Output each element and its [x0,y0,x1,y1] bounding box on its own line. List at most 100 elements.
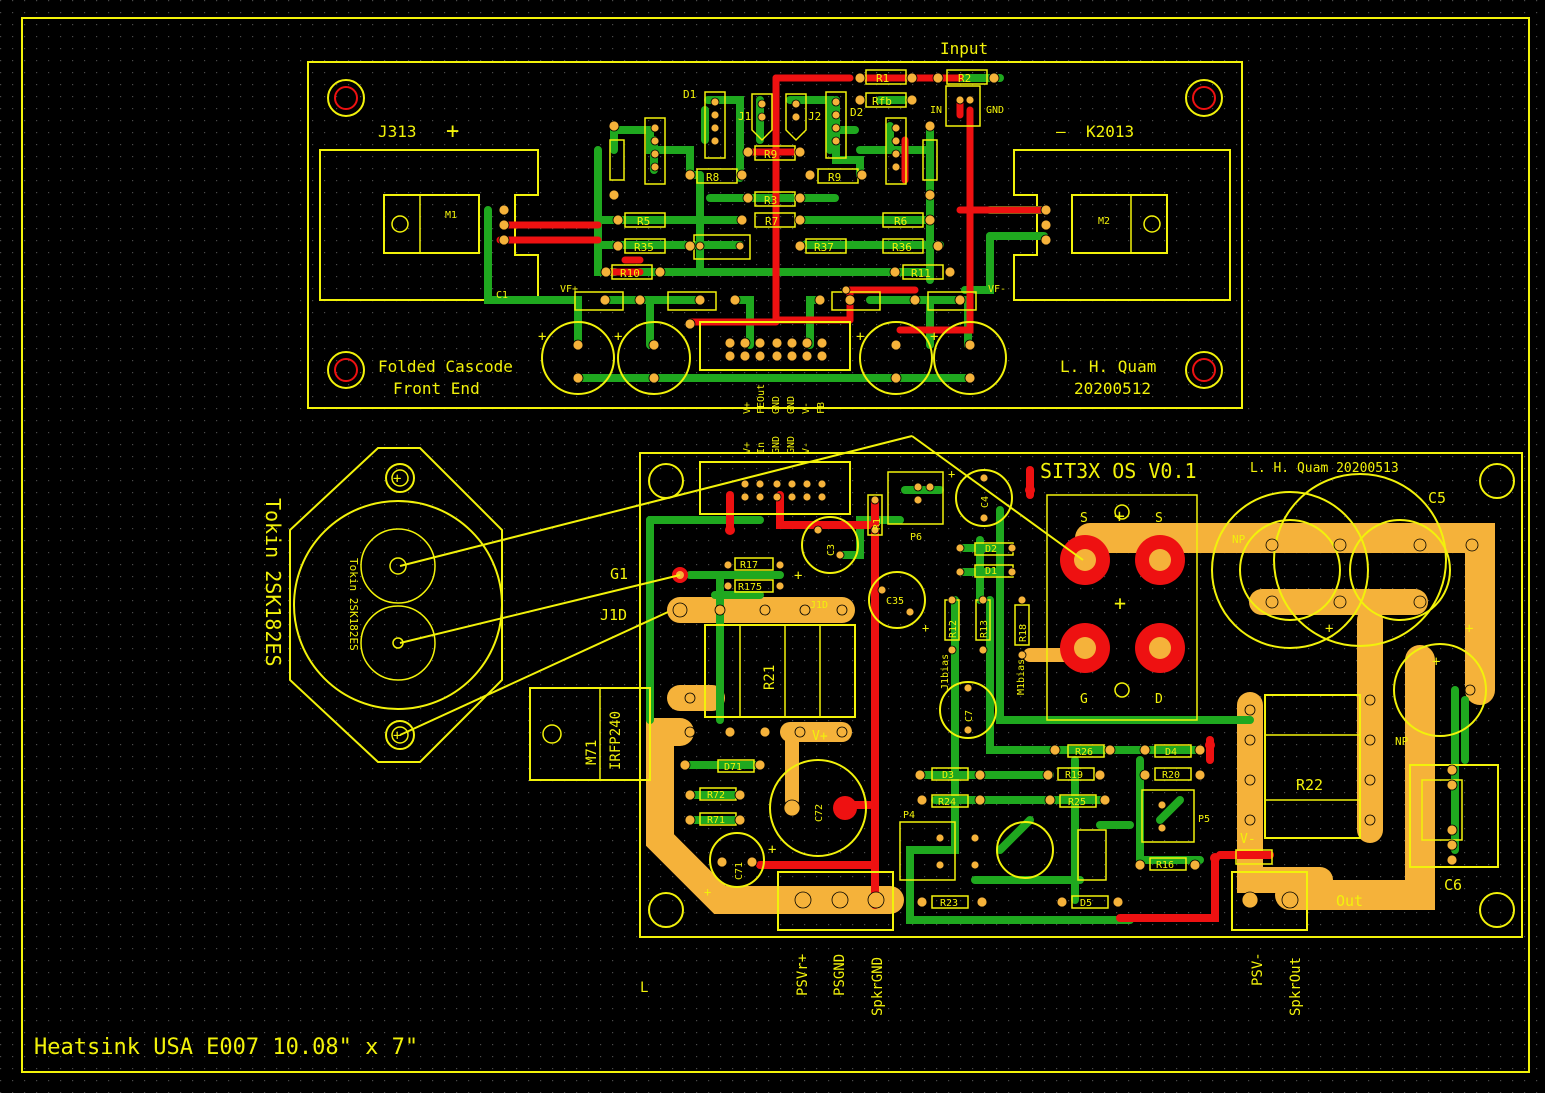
pin-label: GND [786,436,797,454]
fe-connector [699,321,851,371]
np-label: NP [1395,735,1409,748]
os-small-parts [699,494,1273,909]
fe-capacitor: + [856,321,933,395]
svg-text:R1: R1 [876,72,889,85]
m2-package [1071,194,1168,254]
svg-text:R6: R6 [894,215,907,228]
vf-minus-label: VF- [988,284,1006,295]
bottom-label: SpkrOut [1288,957,1304,1016]
r21-label: R21 [762,665,778,690]
fe-date: 20200512 [1074,379,1151,398]
part-label: C72 [814,804,825,822]
j2-package [785,93,807,142]
part-label: R18 [1018,624,1029,642]
j1d-label: J1D [600,606,627,624]
plus-mark: + [1465,621,1473,637]
out-label: Out [1336,892,1363,910]
wire [399,435,913,567]
part-label: R175 [738,582,762,593]
power-pads [1046,494,1198,721]
fe-title-line2: Front End [393,379,480,398]
cap-np-left [1239,519,1341,621]
svg-text:+: + [930,329,938,345]
c7-capacitor [939,681,997,739]
svg-text:R11: R11 [911,267,931,280]
fe-capacitor: + [614,321,691,395]
p5-outline [1141,789,1195,843]
pin-label: FB [816,402,827,414]
cap-np-right [1349,519,1451,621]
part-label: R20 [1162,770,1180,781]
part-label: R16 [1156,860,1174,871]
j1d-small-label: J1D [810,600,828,611]
bottom-label: PSVr+ [795,954,811,996]
part-label: R71 [707,815,725,826]
j1-package [751,93,773,142]
part-label: P6 [910,532,922,543]
tokin-package: + + Tokin 2SK182ES Tokin 2SK182ES [261,435,1084,763]
part-label: R25 [1068,797,1086,808]
c3-capacitor [801,516,859,574]
bottom-label: PSV- [1250,952,1266,986]
part-label: D4 [1165,747,1177,758]
output-stage-board: SIT3X OS V0.1 L. H. Quam 20200513 G1 J1D… [529,436,1523,1016]
in-pin-label: IN [930,105,942,116]
pin-label: GND [786,396,797,414]
os-author-date: L. H. Quam 20200513 [1250,461,1399,476]
c5-capacitor [1211,491,1369,649]
m1-label: M1 [445,210,457,221]
g-pad-label: G [1080,692,1088,707]
part-label: D1 [985,566,997,577]
part-label: R13 [979,620,990,638]
part-label: R1 [872,518,883,530]
plus-mark: + [446,119,459,144]
mounting-hole [1479,463,1515,499]
svg-text:R9: R9 [764,148,777,161]
tokin-body [293,500,503,710]
part-label: J1bias [940,654,951,690]
plus-mark: + [794,568,802,584]
p6-outline [887,471,944,525]
svg-text:+: + [614,329,622,345]
wire [399,611,669,736]
c6-label: C6 [1444,876,1462,894]
input-label: Input [940,39,988,58]
svg-text:R7: R7 [765,215,778,228]
g1-label: G1 [610,565,628,583]
plus-mark: + [948,467,955,481]
r22-label: R22 [1296,776,1323,794]
plus-mark: + [768,842,776,858]
c4-capacitor [955,469,1013,527]
vf-plus-label: VF+ [560,284,578,295]
part-label: R72 [707,790,725,801]
c5-outer [1273,473,1447,647]
part-label: R26 [1075,747,1093,758]
tokin-outline [289,447,503,763]
os-part-labels: R17 R175 D71 R72 R71 C71 C72 C3 C35 C4 R… [707,496,1210,909]
svg-text:R3: R3 [764,194,777,207]
c72-capacitor [769,759,867,857]
tokin-plus: + [393,471,401,487]
corner-mark: L [640,980,648,996]
heatsink-device-left [319,149,539,301]
part-label: C4 [980,496,991,508]
plus-mark: + [1114,506,1125,527]
s-pad-label: S [1080,511,1088,526]
svg-text:R2: R2 [958,72,971,85]
fe-author: L. H. Quam [1060,357,1156,376]
m2-label: M2 [1098,216,1110,227]
part-label: D5 [1080,898,1092,909]
part-label: R17 [740,560,758,571]
mounting-hole [1185,79,1223,117]
output-stage-outline [639,452,1523,938]
pin-label: GND [771,396,782,414]
pin-label: In [756,442,767,454]
heatsink-label: Heatsink USA E007 10.08" x 7" [34,1035,418,1060]
svg-text:+: + [856,329,864,345]
d2-label: D2 [850,106,863,119]
c1-label: C1 [496,290,508,301]
m71-label: M71 [584,740,600,765]
r21-block [704,624,856,718]
fe-resistors: R1 R2 Rfb R8 R9 R9 R3 R5 R7 R6 R35 R37 R… [574,69,988,311]
part-label: C35 [886,596,904,607]
